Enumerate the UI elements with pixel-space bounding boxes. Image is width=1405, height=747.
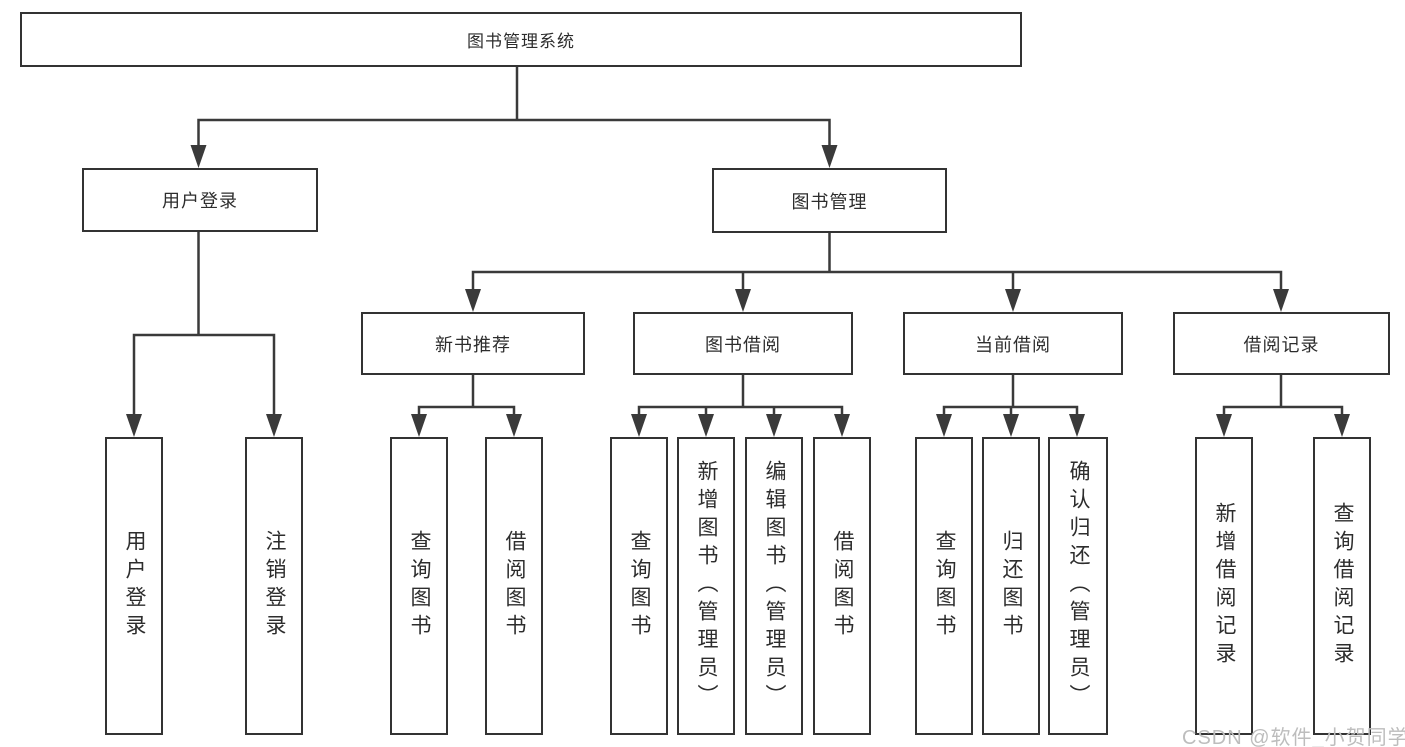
leaf-current-return-books: 归还图书 [982,437,1040,735]
node-label: 新书推荐 [435,334,511,355]
node-user-login: 用户登录 [82,168,318,232]
node-label: 借阅图书 [503,530,526,642]
node-label: 注销登录 [263,530,286,642]
connector-root-to-level2 [190,65,838,168]
arrowhead [506,414,522,437]
leaf-records-query-borrow-record: 查询借阅记录 [1313,437,1371,735]
arrowhead [411,414,427,437]
node-label: 查询图书 [933,530,956,642]
node-borrow-records: 借阅记录 [1173,312,1390,375]
arrowhead [1216,414,1232,437]
node-label: 借阅图书 [831,530,854,642]
node-label: 图书借阅 [705,334,781,355]
leaf-newbooks-query-books: 查询图书 [390,437,448,735]
node-label: 归还图书 [1000,530,1023,642]
arrowhead [126,414,142,437]
arrowhead [1005,289,1021,312]
node-label: 查询图书 [408,530,431,642]
connector-bookmgmt-to-level3 [465,231,1289,312]
arrowhead [936,414,952,437]
leaf-borrowing-query-books: 查询图书 [610,437,668,735]
node-label: 借阅记录 [1243,334,1320,355]
arrowhead [266,414,282,437]
node-current-borrowing: 当前借阅 [903,312,1123,375]
node-new-book-recommend: 新书推荐 [361,312,585,375]
arrowhead [1334,414,1350,437]
node-label: 用户登录 [162,191,238,211]
leaf-borrowing-edit-books-admin: 编辑图书（管理员） [745,437,803,735]
node-label: 当前借阅 [975,334,1051,355]
connector-records-to-leaves [1216,373,1350,437]
leaf-current-query-books: 查询图书 [915,437,973,735]
connector-bookborrow-to-leaves [631,373,850,437]
arrowhead [834,414,850,437]
arrowhead [631,414,647,437]
node-library-management-system: 图书管理系统 [20,12,1022,67]
node-label: 确认归还（管理员） [1067,460,1090,712]
arrowhead [698,414,714,437]
node-label: 图书管理 [791,191,868,212]
leaf-borrowing-borrow-books: 借阅图书 [813,437,871,735]
arrowhead [1273,289,1289,312]
node-label: 新增图书（管理员） [695,460,718,712]
node-book-management: 图书管理 [712,168,947,233]
arrowhead [766,414,782,437]
arrowhead [735,289,751,312]
node-label: 查询借阅记录 [1331,502,1354,670]
leaf-current-confirm-return-admin: 确认归还（管理员） [1048,437,1108,735]
node-label: 图书管理系统 [467,32,575,51]
connector-currentborrow-to-leaves [936,373,1085,437]
leaf-newbooks-borrow-books: 借阅图书 [485,437,543,735]
leaf-records-add-borrow-record: 新增借阅记录 [1195,437,1253,735]
leaf-borrowing-add-books-admin: 新增图书（管理员） [677,437,735,735]
node-label: 用户登录 [123,530,146,642]
arrowhead [1069,414,1085,437]
arrowhead [465,289,481,312]
connector-userlogin-to-leaves [126,230,282,437]
arrowhead [190,145,207,168]
arrowhead [1003,414,1019,437]
node-label: 新增借阅记录 [1213,502,1236,670]
leaf-user-login: 用户登录 [105,437,163,735]
leaf-logout: 注销登录 [245,437,303,735]
node-book-borrowing: 图书借阅 [633,312,853,375]
node-label: 查询图书 [628,530,651,642]
csdn-watermark: CSDN @软件_小贺同学 [1182,727,1405,747]
connector-newbooks-to-leaves [411,373,522,437]
node-label: 编辑图书（管理员） [763,460,786,712]
arrowhead [821,145,838,168]
